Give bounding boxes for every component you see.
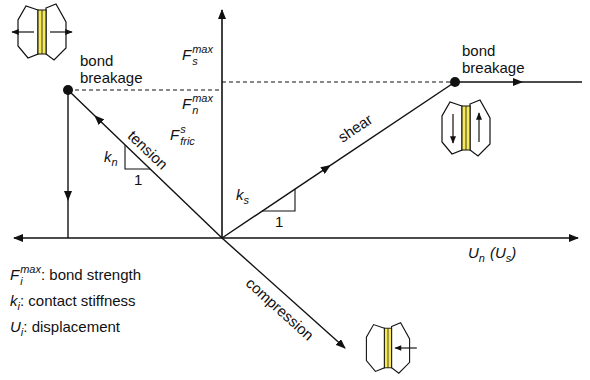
normal-stiffness: kn [104,148,118,169]
subscript: n [479,252,485,264]
label-text: tension [125,127,172,173]
subscript: n [112,156,118,168]
superscript: max [192,93,213,105]
index-stack: maxi [20,264,41,287]
shear-label: shear [335,110,376,145]
breakage-label: bond breakage [462,42,534,77]
compression-label: compression [243,274,318,344]
symbol: U [10,318,21,335]
shear-icon [442,100,490,156]
symbol: k [104,148,112,165]
symbol: k [236,186,244,203]
index-stack: sfric [180,124,195,147]
compression-icon [366,323,416,373]
breakage-label: bond breakage [80,52,152,87]
subscript: i [21,326,23,338]
label-text: : bond strength [41,266,141,283]
superscript: s [180,124,195,136]
friction-force: Fsfric [170,124,195,147]
label-text: 1 [275,213,283,230]
label-text: bond breakage [80,52,143,86]
symbol: F [10,266,19,283]
subscript: fric [180,136,195,148]
label-text: : contact stiffness [20,292,136,309]
subscript: n [192,105,213,117]
symbol: (U [490,244,506,261]
index-stack: maxs [192,44,213,67]
superscript: max [192,44,213,56]
label-text: compression [243,274,318,344]
index-stack: maxn [192,93,213,116]
subscript: s [506,252,512,264]
force-curves [68,82,582,348]
axes [14,10,578,238]
label-text: 1 [134,171,142,188]
normal-strength: Fmaxn [182,93,213,116]
legend-line: Ui: displacement [10,318,120,339]
symbol: U [468,244,479,261]
slope-unit: 1 [134,171,142,188]
slope-unit: 1 [275,213,283,230]
subscript: s [192,56,213,68]
subscript: i [20,276,41,288]
symbol: F [170,126,179,143]
subscript: s [244,194,250,206]
shear-stiffness: ks [236,186,249,207]
label-text: bond breakage [462,42,525,76]
symbol: k [10,292,18,309]
legend-line: ki: contact stiffness [10,292,136,313]
symbol: F [182,95,191,112]
tension-icon [12,4,72,60]
symbol: F [182,46,191,63]
axis-label: Un (Us) [468,244,516,265]
label-text: : displacement [23,318,120,335]
superscript: max [20,264,41,276]
subscript: i [18,300,20,312]
symbol: ) [511,244,516,261]
shear-strength: Fmaxs [182,44,213,67]
legend-line: Fmaxi: bond strength [10,264,141,287]
